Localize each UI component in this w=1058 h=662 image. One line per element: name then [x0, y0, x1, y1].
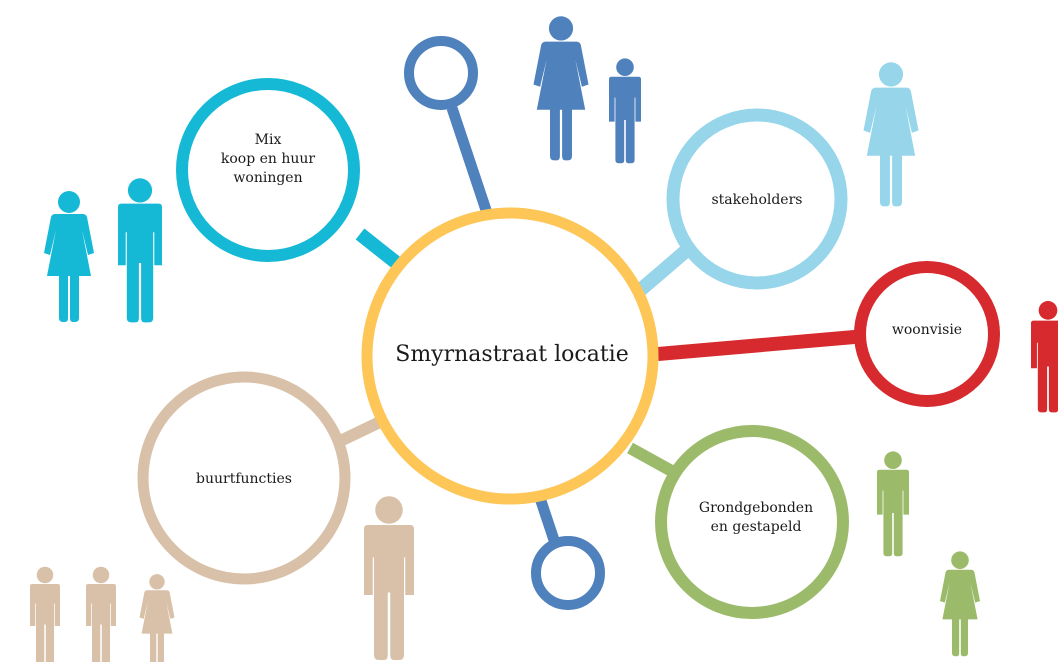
- man-icon: [118, 178, 162, 323]
- node-grondgebonden-circle: [655, 425, 849, 619]
- man-icon: [1031, 301, 1058, 413]
- woman-icon: [139, 574, 175, 662]
- node-woonvisie-label: woonvisie: [892, 322, 962, 338]
- man-icon: [609, 58, 641, 164]
- node-grondgebonden-label-line1: Grondgebonden: [699, 500, 813, 516]
- node-top-circle: [404, 36, 478, 110]
- man-icon: [30, 566, 60, 662]
- node-stakeholders-circle: [666, 108, 848, 290]
- center-node-circle: [361, 207, 659, 505]
- node-bottom-circle: [531, 536, 605, 610]
- node-grondgebonden-label-line2: en gestapeld: [711, 519, 802, 535]
- node-mix-circle: [176, 78, 360, 262]
- woman-icon: [940, 551, 980, 657]
- connector-woonvisie: [657, 329, 867, 361]
- man-icon: [364, 496, 414, 660]
- node-mix-label-line2: koop en huur: [221, 151, 316, 167]
- connector-top: [446, 106, 496, 224]
- woman-icon: [533, 16, 589, 161]
- node-buurtfuncties-label: buurtfuncties: [196, 471, 292, 487]
- node-buurtfuncties-circle: [137, 371, 351, 585]
- woman-icon: [863, 62, 919, 207]
- node-woonvisie-circle: [854, 261, 1000, 407]
- people-group-lightblue: [863, 62, 919, 207]
- man-icon: [877, 451, 909, 557]
- man-icon: [86, 566, 116, 662]
- people-group-green: [877, 451, 980, 657]
- people-group-red: [1031, 301, 1058, 413]
- node-stakeholders-label: stakeholders: [712, 192, 803, 208]
- node-mix-label-line3: woningen: [233, 170, 302, 186]
- center-node-label: Smyrnastraat locatie: [395, 342, 629, 367]
- people-group-cyan: [44, 178, 162, 323]
- node-mix-label-line1: Mix: [255, 132, 282, 148]
- woman-icon: [44, 191, 94, 322]
- people-group-blue: [533, 16, 641, 164]
